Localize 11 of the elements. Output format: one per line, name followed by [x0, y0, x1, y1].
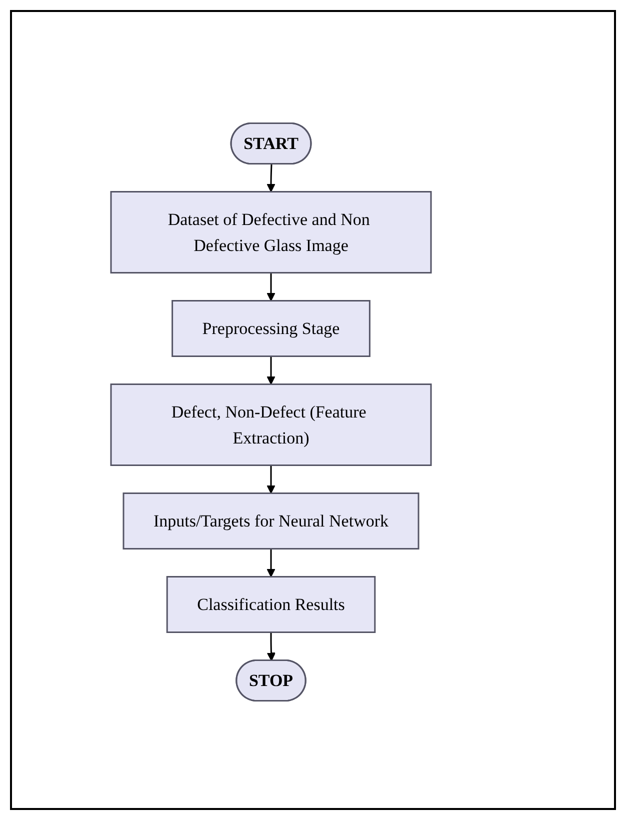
arrow	[266, 465, 276, 494]
node-box: Dataset of Defective and Non Defective Glass Image	[110, 191, 432, 274]
node-box: Preprocessing Stage	[172, 300, 370, 357]
arrow	[266, 356, 276, 385]
arrow	[266, 632, 276, 662]
node-box: Inputs/Targets for Neural Network	[122, 492, 420, 550]
node-box: Classification Results	[166, 576, 376, 633]
arrow	[266, 272, 276, 302]
arrow	[266, 548, 276, 578]
node-box: Defect, Non-Defect (Feature Extraction)	[110, 384, 432, 466]
arrow	[266, 164, 276, 192]
